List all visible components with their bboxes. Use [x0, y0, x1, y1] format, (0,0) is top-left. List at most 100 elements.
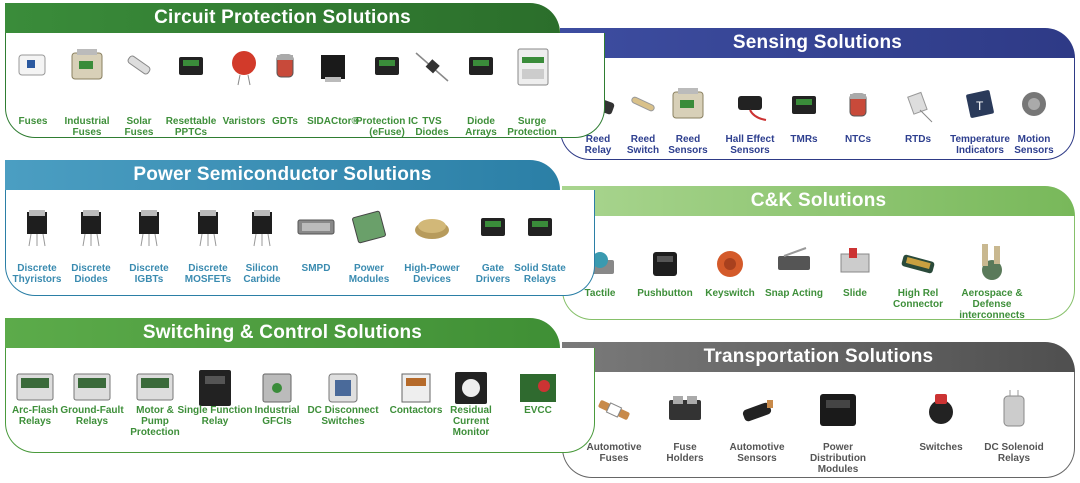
power-item-label: High-Power Devices: [404, 263, 460, 285]
switching-panel: Switching & Control Solutions Arc-Flash …: [5, 318, 595, 453]
switching-item[interactable]: Arc-Flash Relays: [0, 368, 77, 427]
switching-item[interactable]: DC Disconnect Switches: [301, 368, 385, 427]
sensing-item[interactable]: NTCs: [816, 86, 900, 145]
circuit-item[interactable]: Industrial Fuses: [45, 47, 129, 138]
transport-item[interactable]: DC Solenoid Relays: [972, 390, 1056, 464]
hall-icon: [738, 96, 767, 121]
sq-icon: [321, 55, 345, 82]
ck-item[interactable]: Keyswitch: [688, 244, 772, 299]
transport-item[interactable]: Automotive Fuses: [572, 390, 656, 464]
circuit-item-label: TVS Diodes: [415, 116, 449, 138]
transport-panel: Transportation Solutions Automotive Fuse…: [562, 342, 1075, 478]
power-item[interactable]: SMPD: [274, 208, 358, 274]
aero-icon: [982, 244, 1002, 280]
ck-item-label: Tactile: [584, 288, 616, 299]
card-icon: [18, 54, 46, 76]
ck-item[interactable]: Aerospace & Defense interconnects: [950, 244, 1034, 321]
sol-icon: [1003, 390, 1025, 427]
circuit-item-label: Industrial Fuses: [64, 116, 110, 138]
power-item[interactable]: Discrete MOSFETs: [166, 208, 250, 285]
transport-item-label: Automotive Sensors: [729, 442, 785, 464]
ck-item[interactable]: Snap Acting: [752, 244, 836, 299]
switching-item-label: Arc-Flash Relays: [11, 405, 59, 427]
circuit-item[interactable]: GDTs: [243, 47, 327, 127]
circuit-item[interactable]: Resettable PPTCs: [149, 47, 233, 138]
transport-item-label: Fuse Holders: [666, 442, 704, 464]
switching-item-label: Residual Current Monitor: [450, 405, 492, 438]
switching-item[interactable]: Industrial GFCIs: [235, 368, 319, 427]
sensing-item-label: RTDs: [904, 134, 932, 145]
power-item-label: Power Modules: [348, 263, 390, 285]
push-icon: [653, 252, 677, 276]
sensing-item[interactable]: RTDs: [876, 86, 960, 145]
switch-icon: [929, 394, 953, 424]
switching-item[interactable]: Single Function Relay: [173, 368, 257, 427]
switching-item-label: Industrial GFCIs: [254, 405, 300, 427]
disc2-icon: [328, 373, 358, 403]
ck-item[interactable]: High Rel Connector: [876, 244, 960, 310]
circuit-item-label: Diode Arrays: [465, 116, 497, 138]
to-icon: [198, 210, 218, 247]
power-item[interactable]: Power Modules: [327, 208, 411, 285]
chip-icon: [481, 218, 505, 236]
transport-title: Transportation Solutions: [562, 342, 1075, 372]
circuit-item[interactable]: Protection IC (eFuse): [345, 47, 429, 138]
module-icon: [352, 210, 386, 244]
power-item[interactable]: Solid State Relays: [498, 208, 582, 285]
transport-item[interactable]: Power Distribution Modules: [796, 390, 880, 475]
transport-item[interactable]: Fuse Holders: [643, 390, 727, 464]
switching-item[interactable]: Motor & Pump Protection: [113, 368, 197, 438]
switching-item[interactable]: Residual Current Monitor: [429, 368, 513, 438]
circuit-item-label: SIDACtor®: [307, 116, 359, 127]
to-icon: [81, 210, 101, 247]
ck-title: C&K Solutions: [562, 186, 1075, 216]
sensing-item[interactable]: Reed Switch: [601, 86, 685, 156]
power-item-label: Silicon Carbide: [243, 263, 281, 285]
transport-item[interactable]: Automotive Sensors: [715, 390, 799, 464]
transport-item[interactable]: Switches: [899, 390, 983, 453]
ck-item[interactable]: Slide: [813, 244, 897, 299]
circuit-item[interactable]: TVS Diodes: [390, 47, 474, 138]
chip-icon: [179, 57, 203, 75]
sensing-item[interactable]: Reed Sensors: [646, 86, 730, 156]
power-item[interactable]: Discrete IGBTs: [107, 208, 191, 285]
switching-item-label: EVCC: [524, 405, 552, 416]
ck-item[interactable]: Pushbutton: [623, 244, 707, 299]
chip-icon: [792, 96, 816, 114]
circuit-item[interactable]: Fuses: [0, 47, 75, 127]
conn-icon: [901, 254, 935, 274]
switching-item[interactable]: Ground-Fault Relays: [50, 368, 134, 427]
relay2-icon: [16, 373, 54, 401]
power-item[interactable]: Discrete Thyristors: [0, 208, 79, 285]
power-item[interactable]: Discrete Diodes: [49, 208, 133, 285]
sensing-item-label: Reed Switch: [626, 134, 660, 156]
sensing-item-label: Motion Sensors: [1014, 134, 1054, 156]
switching-item[interactable]: EVCC: [496, 368, 580, 416]
transport-item-label: Automotive Fuses: [586, 442, 642, 464]
sensor-icon: [742, 400, 773, 422]
power-item[interactable]: High-Power Devices: [390, 208, 474, 285]
circuit-item[interactable]: Solar Fuses: [97, 47, 181, 138]
circuit-item[interactable]: Surge Protection: [490, 47, 574, 138]
smpd-icon: [297, 219, 335, 235]
circuit-item[interactable]: SIDACtor®: [291, 47, 375, 127]
switching-item[interactable]: Contactors: [374, 368, 458, 416]
sensing-item[interactable]: Motion Sensors: [992, 86, 1076, 156]
glass-icon: [631, 96, 655, 112]
circuit-item-label: Resettable PPTCs: [165, 116, 217, 138]
switching-item-label: Motor & Pump Protection: [130, 405, 180, 438]
power-item[interactable]: Silicon Carbide: [220, 208, 304, 285]
power-item[interactable]: Gate Drivers: [451, 208, 535, 285]
power-title: Power Semiconductor Solutions: [5, 160, 560, 190]
circuit-item[interactable]: Varistors: [202, 47, 286, 127]
sensing-item[interactable]: Hall Effect Sensors: [708, 86, 792, 156]
block-icon: [672, 88, 704, 119]
circuit-item[interactable]: Diode Arrays: [439, 47, 523, 138]
sensing-item[interactable]: TMRs: [762, 86, 846, 145]
fuse-icon: [598, 400, 630, 420]
sensing-item-label: Reed Sensors: [668, 134, 708, 156]
circuit-item-label: GDTs: [272, 116, 298, 127]
relay2-icon: [73, 373, 111, 401]
